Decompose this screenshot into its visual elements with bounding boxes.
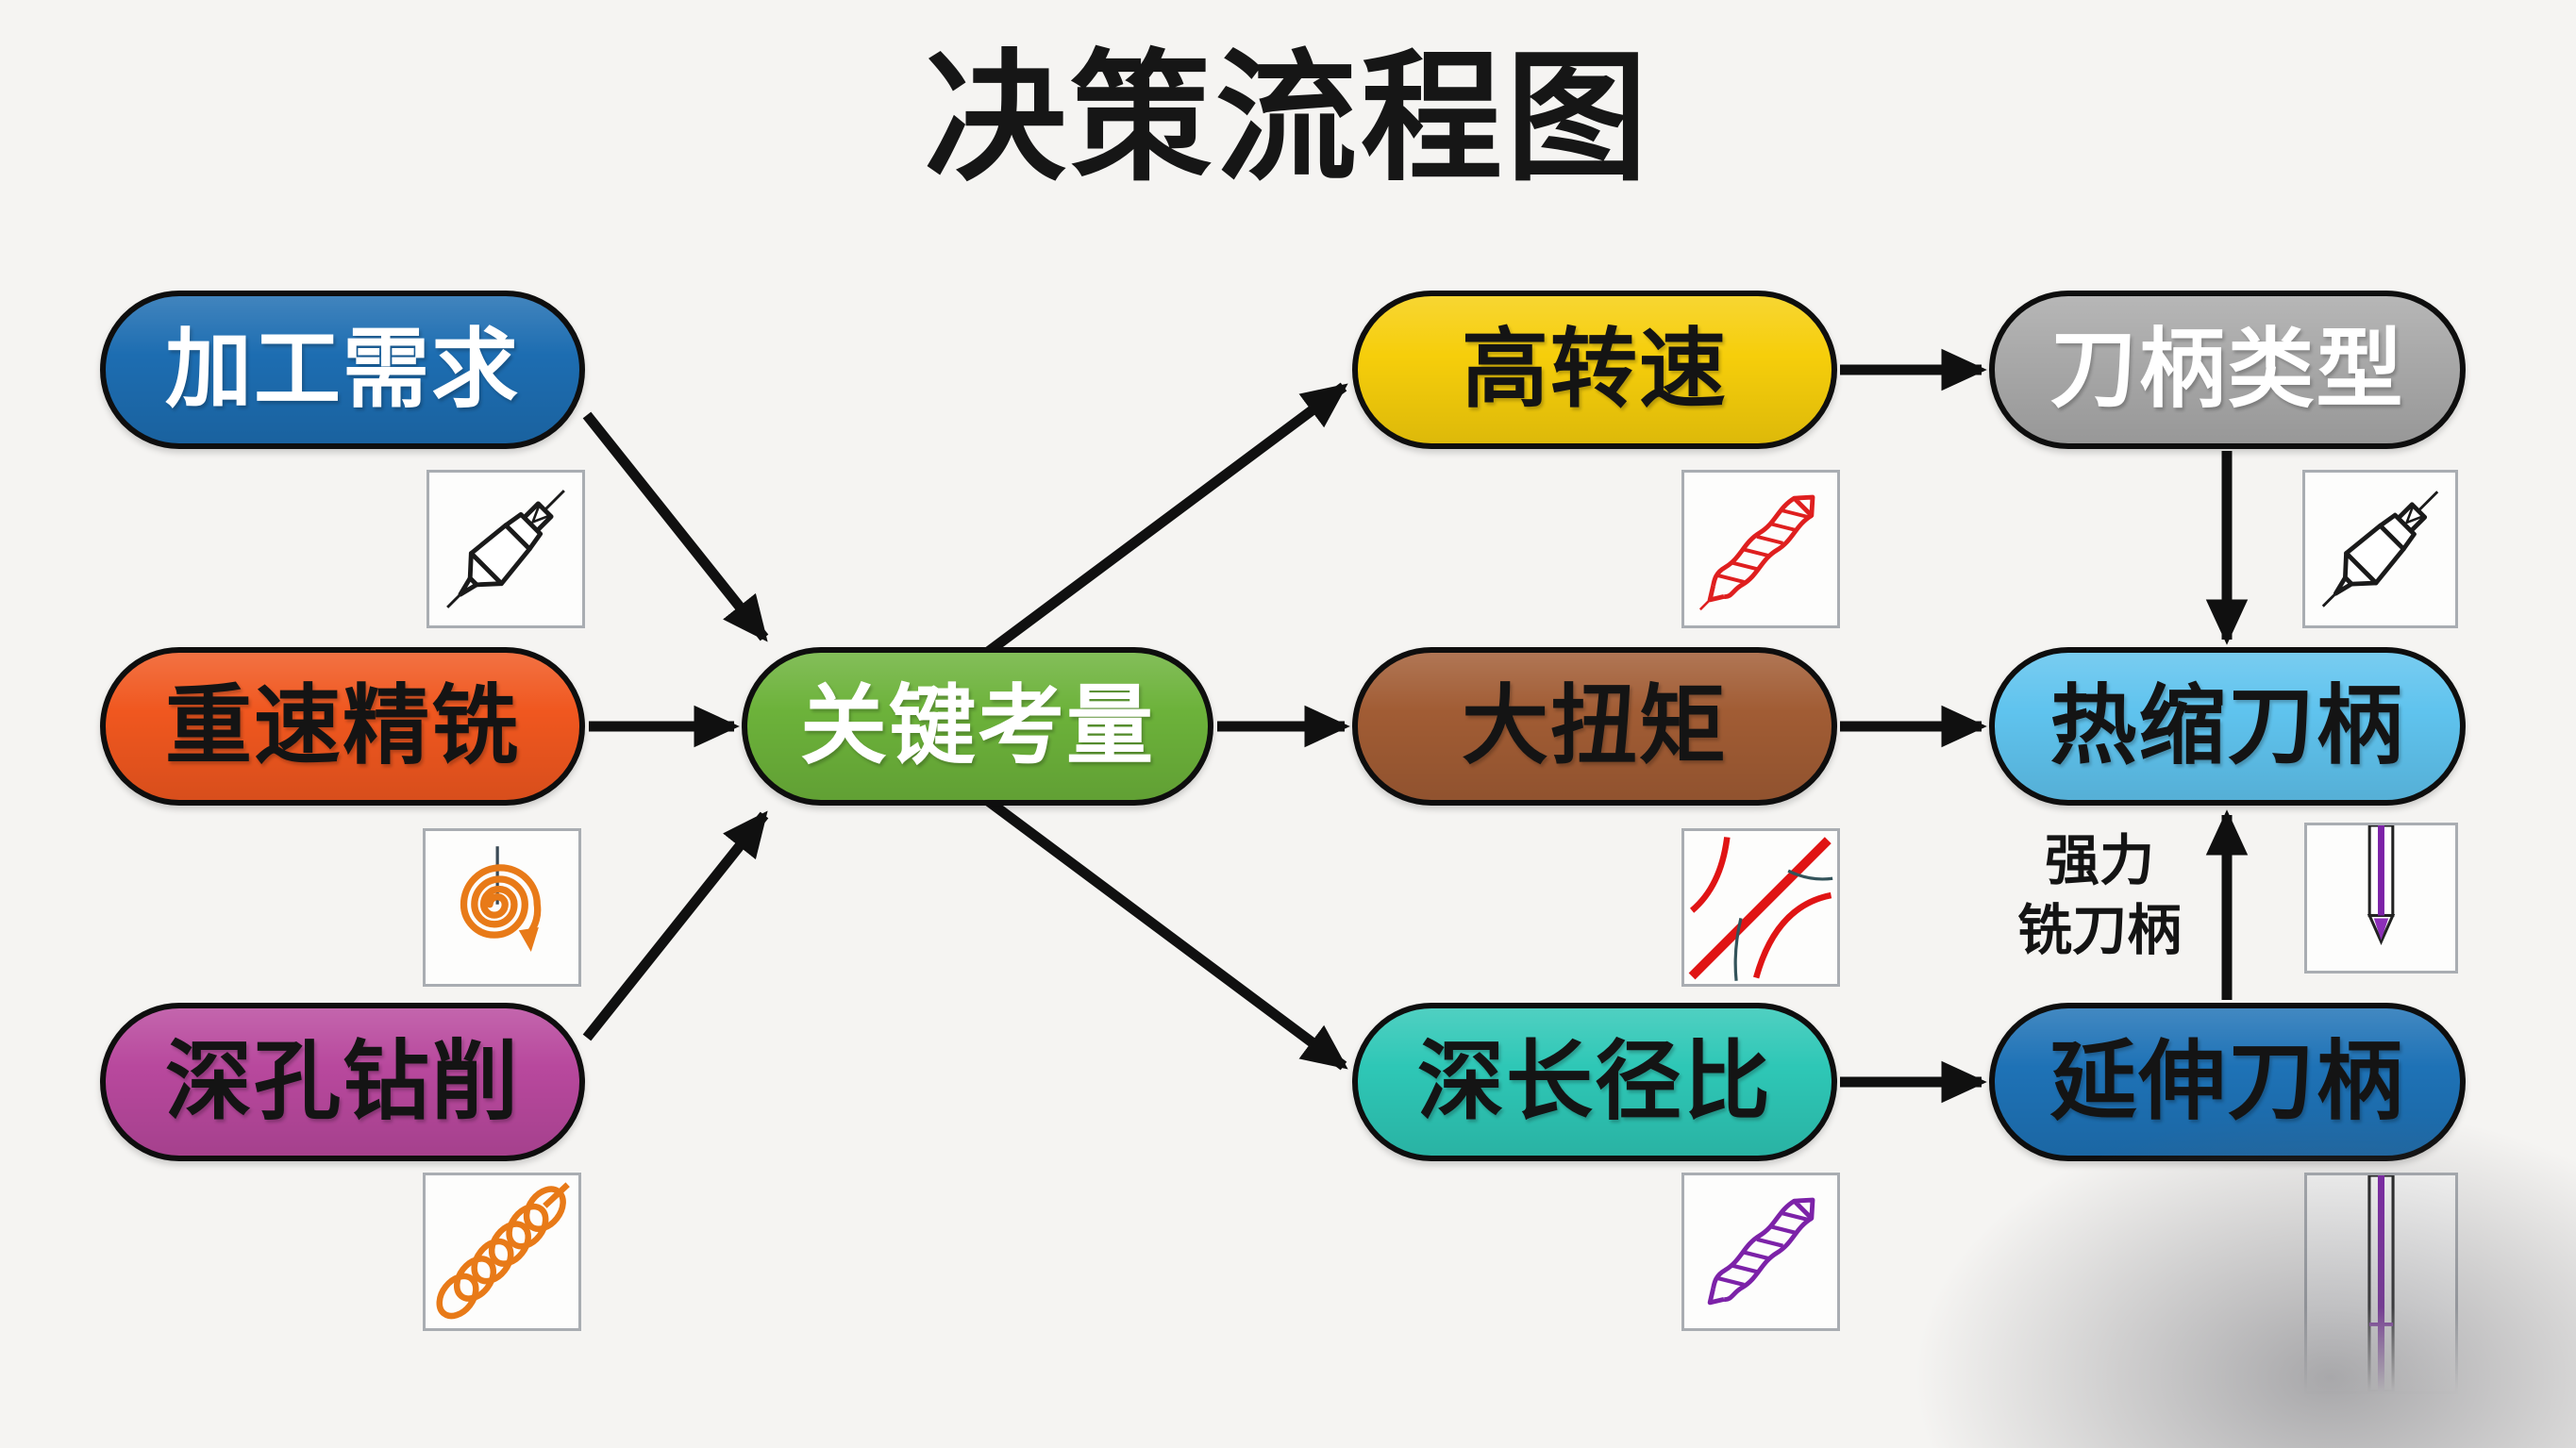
spiral-toolpath-icon — [460, 846, 542, 952]
arrow-demand-to-key — [582, 411, 769, 642]
node-label: 刀柄类型 — [2049, 322, 2405, 418]
icon-box-spiral-toolpath — [423, 828, 581, 987]
arrow-key-to-ratio — [973, 788, 1348, 1071]
toolholder-side-icon — [446, 490, 565, 608]
edge-label-line1: 强力 — [2044, 830, 2154, 891]
icon-box-coil-spring — [423, 1173, 581, 1331]
node-heavy-fast-milling: 重速精铣 — [100, 647, 585, 806]
node-high-torque: 大扭矩 — [1352, 647, 1837, 806]
node-label: 关键考量 — [799, 678, 1155, 774]
icon-box-twist-drill-red — [1681, 470, 1840, 628]
node-processing-demand: 加工需求 — [100, 291, 585, 449]
node-label: 热缩刀柄 — [2049, 678, 2405, 774]
toolholder-side-icon — [2321, 491, 2439, 607]
corner-shadow — [1915, 1108, 2576, 1448]
node-key-consideration: 关键考量 — [742, 647, 1213, 806]
icon-box-toolholder-2 — [2302, 470, 2458, 628]
shrink-drill-tip-icon — [2367, 825, 2396, 945]
edge-label-line2: 铣刀柄 — [2016, 900, 2182, 961]
twist-drill-red-icon — [1698, 494, 1815, 611]
icon-box-shrink-drill-tip — [2304, 823, 2458, 974]
node-deep-ld-ratio: 深长径比 — [1352, 1003, 1837, 1161]
node-label: 深孔钻削 — [164, 1034, 520, 1130]
node-deep-hole-drilling: 深孔钻削 — [100, 1003, 585, 1161]
node-label: 大扭矩 — [1461, 678, 1728, 774]
coil-spring-icon — [436, 1182, 570, 1320]
node-label: 高转速 — [1461, 322, 1728, 418]
page-title: 决策流程图 — [924, 39, 1651, 197]
node-high-speed: 高转速 — [1352, 291, 1837, 449]
twist-drill-purple-icon — [1707, 1197, 1815, 1306]
icon-box-toolholder — [427, 470, 585, 628]
node-shrink-fit-holder: 热缩刀柄 — [1989, 647, 2466, 806]
node-label: 深长径比 — [1416, 1034, 1772, 1130]
node-label: 重速精铣 — [164, 678, 520, 774]
arrow-drilling-to-key — [582, 810, 769, 1041]
arrow-key-to-speed — [973, 382, 1348, 665]
node-holder-type: 刀柄类型 — [1989, 291, 2466, 449]
node-label: 加工需求 — [164, 322, 520, 418]
icon-box-torque-curves — [1681, 828, 1840, 987]
torque-curves-icon — [1688, 837, 1833, 981]
edge-label-strong-milling-holder: 强力 铣刀柄 — [1986, 826, 2213, 966]
icon-box-twist-drill-purple — [1681, 1173, 1840, 1331]
